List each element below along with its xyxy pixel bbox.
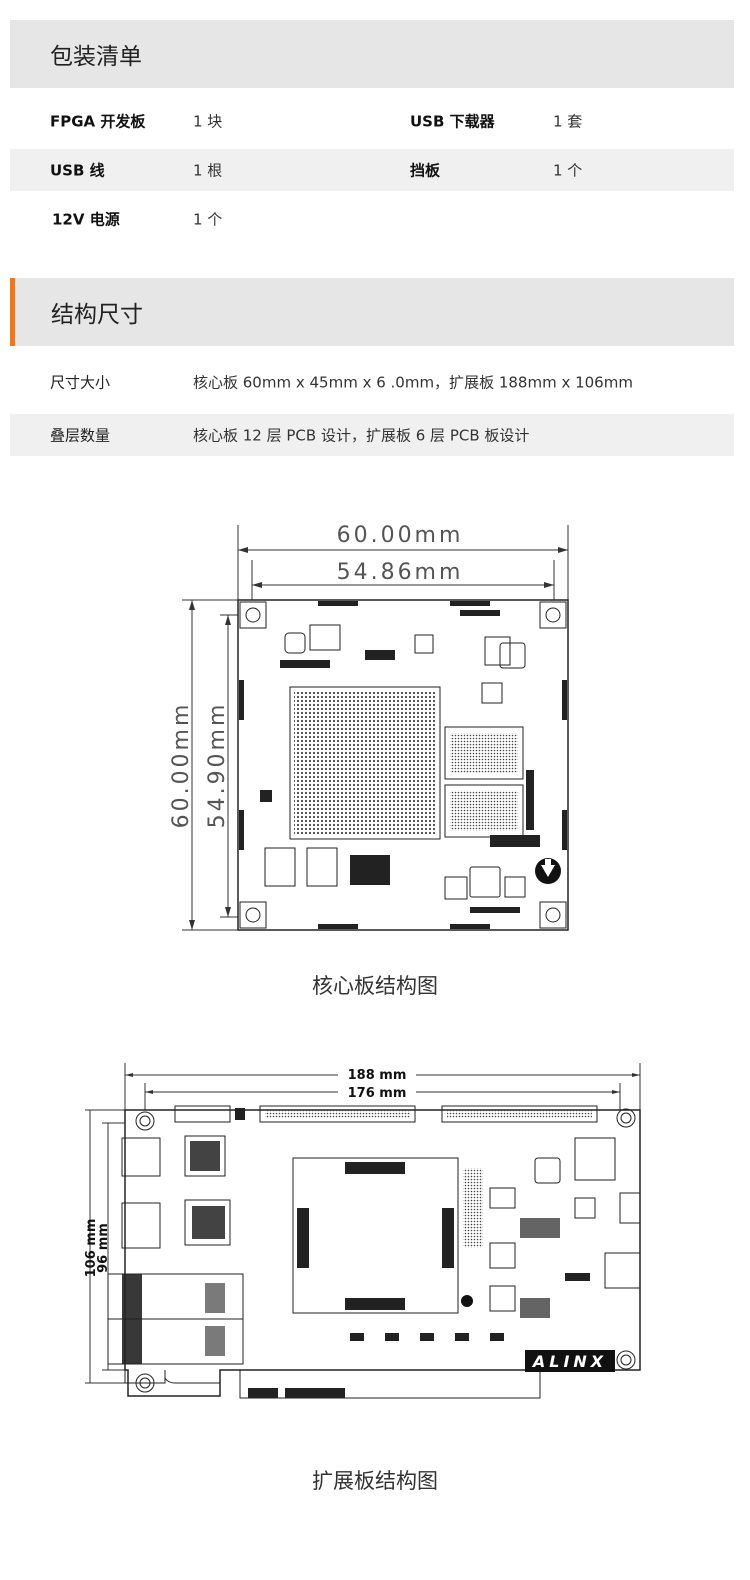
alinx-logo: ALINX [531,1352,607,1371]
spec-label: 叠层数量 [50,426,111,445]
packing-list-title: 包装清单 [50,44,142,70]
item-qty: 1 个 [553,161,583,180]
ext-board-caption: 扩展板结构图 [312,1469,438,1493]
item-qty: 1 根 [193,161,223,180]
structure-header: 结构尺寸 [10,278,734,346]
item-qty: 1 个 [193,210,223,229]
spec-value: 核心板 60mm x 45mm x 6 .0mm，扩展板 188mm x 106… [193,373,633,392]
item-label: FPGA 开发板 [50,112,146,131]
core-board-caption: 核心板结构图 [312,974,438,998]
table-row: USB 线 1 根 挡板 1 个 [10,149,734,191]
table-row: 尺寸大小 核心板 60mm x 45mm x 6 .0mm，扩展板 188mm … [10,361,734,403]
item-label: 12V 电源 [52,210,120,229]
packing-list-header: 包装清单 [10,20,734,88]
item-label: USB 下载器 [410,112,495,131]
item-label: 挡板 [410,161,441,180]
ext-dim-inner-height: 96 mm [96,1223,111,1273]
core-dim-inner-width: 54.86mm [337,560,464,585]
table-row: 12V 电源 1 个 [10,198,734,240]
ext-dim-outer-height: 106 mm [84,1219,99,1278]
core-dim-inner-height: 54.90mm [205,702,230,829]
core-board-drawing: 60.00mm 54.86mm 60.00mm 54.90mm [169,523,569,931]
ext-dim-inner-width: 176 mm [348,1086,407,1101]
structure-title: 结构尺寸 [51,302,143,328]
table-row: 叠层数量 核心板 12 层 PCB 设计，扩展板 6 层 PCB 板设计 [10,414,734,456]
spec-label: 尺寸大小 [50,373,111,392]
table-row: FPGA 开发板 1 块 USB 下载器 1 套 [10,100,734,142]
core-dim-outer-width: 60.00mm [337,523,464,548]
ext-board-drawing: 188 mm 176 mm 106 mm 96 mm [84,1063,641,1399]
spec-value: 核心板 12 层 PCB 设计，扩展板 6 层 PCB 板设计 [193,426,530,445]
core-dim-outer-height: 60.00mm [169,702,194,829]
item-qty: 1 块 [193,112,223,131]
item-label: USB 线 [50,161,105,180]
item-qty: 1 套 [553,112,583,131]
ext-dim-outer-width: 188 mm [348,1068,407,1083]
